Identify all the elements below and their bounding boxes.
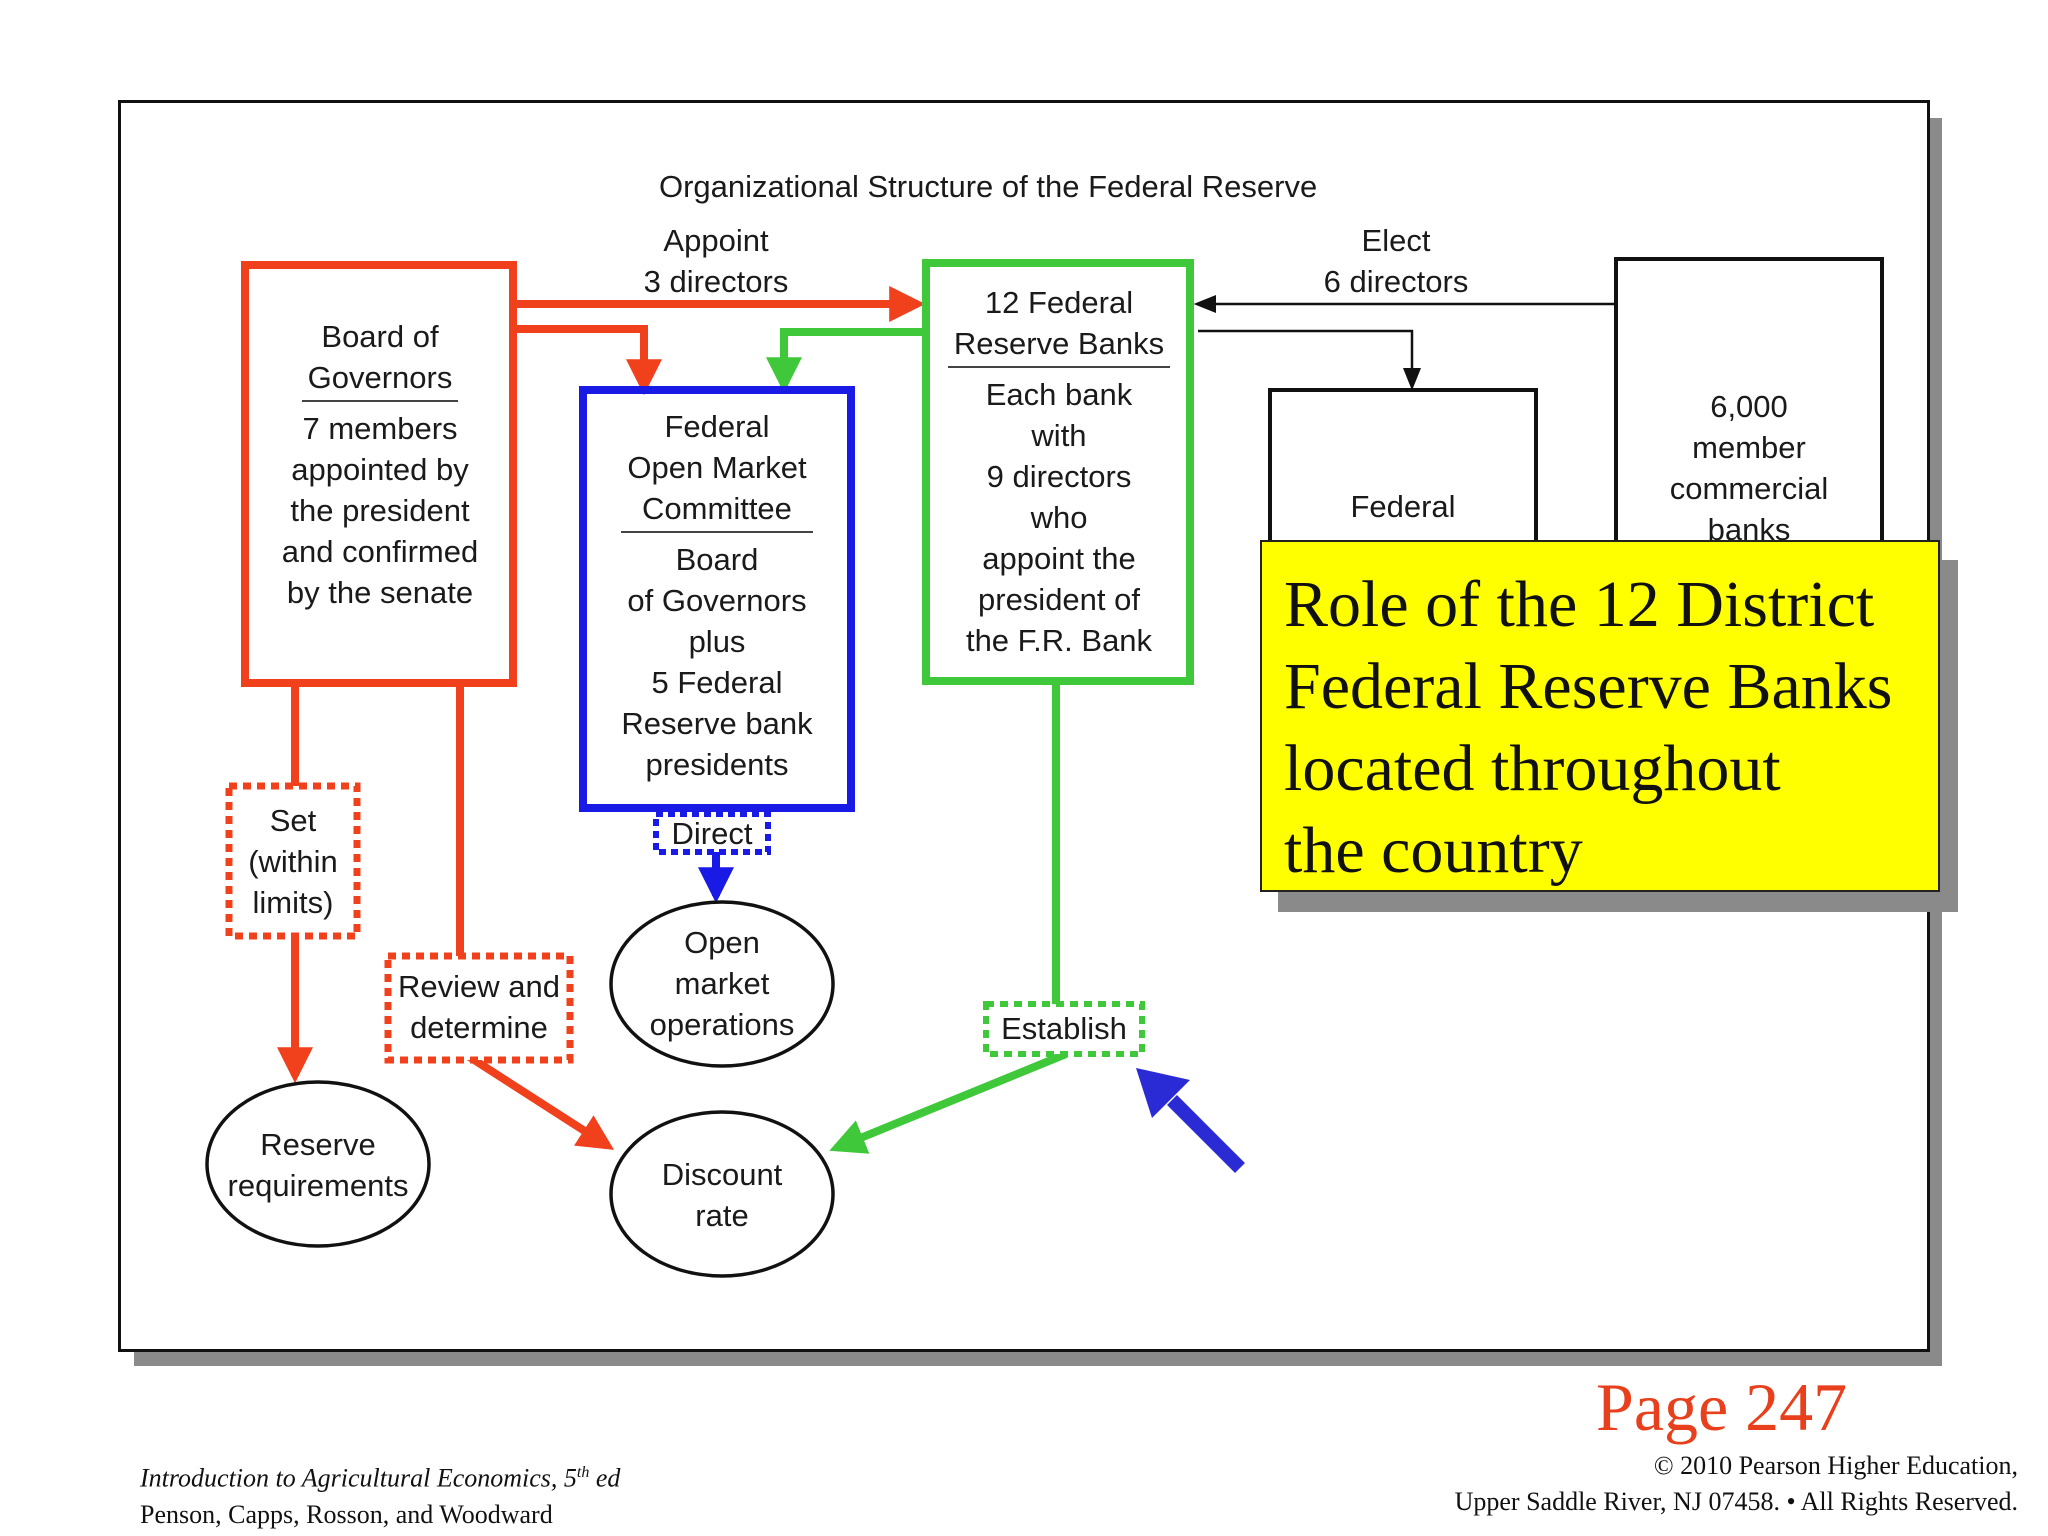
board-to-fomc-arrow xyxy=(513,325,662,396)
footer-citation: Introduction to Agricultural Economics, … xyxy=(140,1452,620,1533)
establish-to-discount-arrow xyxy=(829,1050,1068,1154)
establish-action-box xyxy=(983,1001,1145,1057)
open-market-operations-ellipse xyxy=(609,900,835,1068)
direct-action-box xyxy=(653,811,771,855)
set-action-box xyxy=(225,782,361,940)
review-action-box xyxy=(384,952,574,1064)
member-banks-text: 6,000 member commercial banks xyxy=(1669,389,1829,547)
reserve-banks-text: 12 Federal Reserve Banks Each bank with … xyxy=(934,282,1184,661)
authors: Penson, Capps, Rosson, and Woodward xyxy=(140,1499,553,1529)
diagram-title: Organizational Structure of the Federal … xyxy=(659,169,1318,204)
elect-label: Elect 6 directors xyxy=(1323,223,1469,299)
callout-box: Role of the 12 District Federal Reserve … xyxy=(1260,540,1940,892)
fomc-box xyxy=(579,386,855,812)
federal-advisory-box xyxy=(1268,388,1538,562)
reserve-requirements-ellipse xyxy=(205,1080,431,1248)
reserve-requirements-text: Reserve requirements xyxy=(227,1127,409,1203)
callout-text: Role of the 12 District Federal Reserve … xyxy=(1284,568,1893,887)
federal-advisory-text: Federal xyxy=(1350,489,1456,524)
pointer-arrow-icon xyxy=(1136,1068,1190,1118)
pointer-arrow-shaft xyxy=(1167,1095,1245,1173)
edition-suffix: ed xyxy=(589,1463,621,1493)
board-of-governors-box xyxy=(241,261,517,687)
direct-action-text: Direct xyxy=(671,816,753,851)
reserve-to-fomc-arrow xyxy=(766,328,926,394)
review-to-discount-arrow xyxy=(465,1052,615,1150)
establish-action-text: Establish xyxy=(1001,1011,1127,1046)
reserve-to-advisory-arrow xyxy=(1198,329,1421,391)
book-title: Introduction to Agricultural Economics, … xyxy=(140,1463,577,1493)
fomc-text: Federal Open Market Committee Board of G… xyxy=(592,406,842,785)
open-market-operations-text: Open market operations xyxy=(649,925,795,1042)
fomc-heading: Federal Open Market Committee xyxy=(621,406,813,533)
reserve-banks-heading: 12 Federal Reserve Banks xyxy=(947,282,1171,368)
edition-sup: th xyxy=(576,1464,590,1481)
discount-rate-text: Discount rate xyxy=(661,1157,783,1233)
board-heading: Board of Governors xyxy=(301,316,459,402)
board-of-governors-text: Board of Governors 7 members appointed b… xyxy=(255,316,505,613)
page-reference: Page 247 xyxy=(1596,1369,1848,1445)
review-action-text: Review and determine xyxy=(398,969,560,1045)
discount-rate-ellipse xyxy=(609,1110,835,1278)
set-action-text: Set (within limits) xyxy=(248,803,338,920)
footer-copyright: © 2010 Pearson Higher Education, Upper S… xyxy=(1454,1451,2018,1516)
appoint-label: Appoint 3 directors xyxy=(643,223,789,299)
